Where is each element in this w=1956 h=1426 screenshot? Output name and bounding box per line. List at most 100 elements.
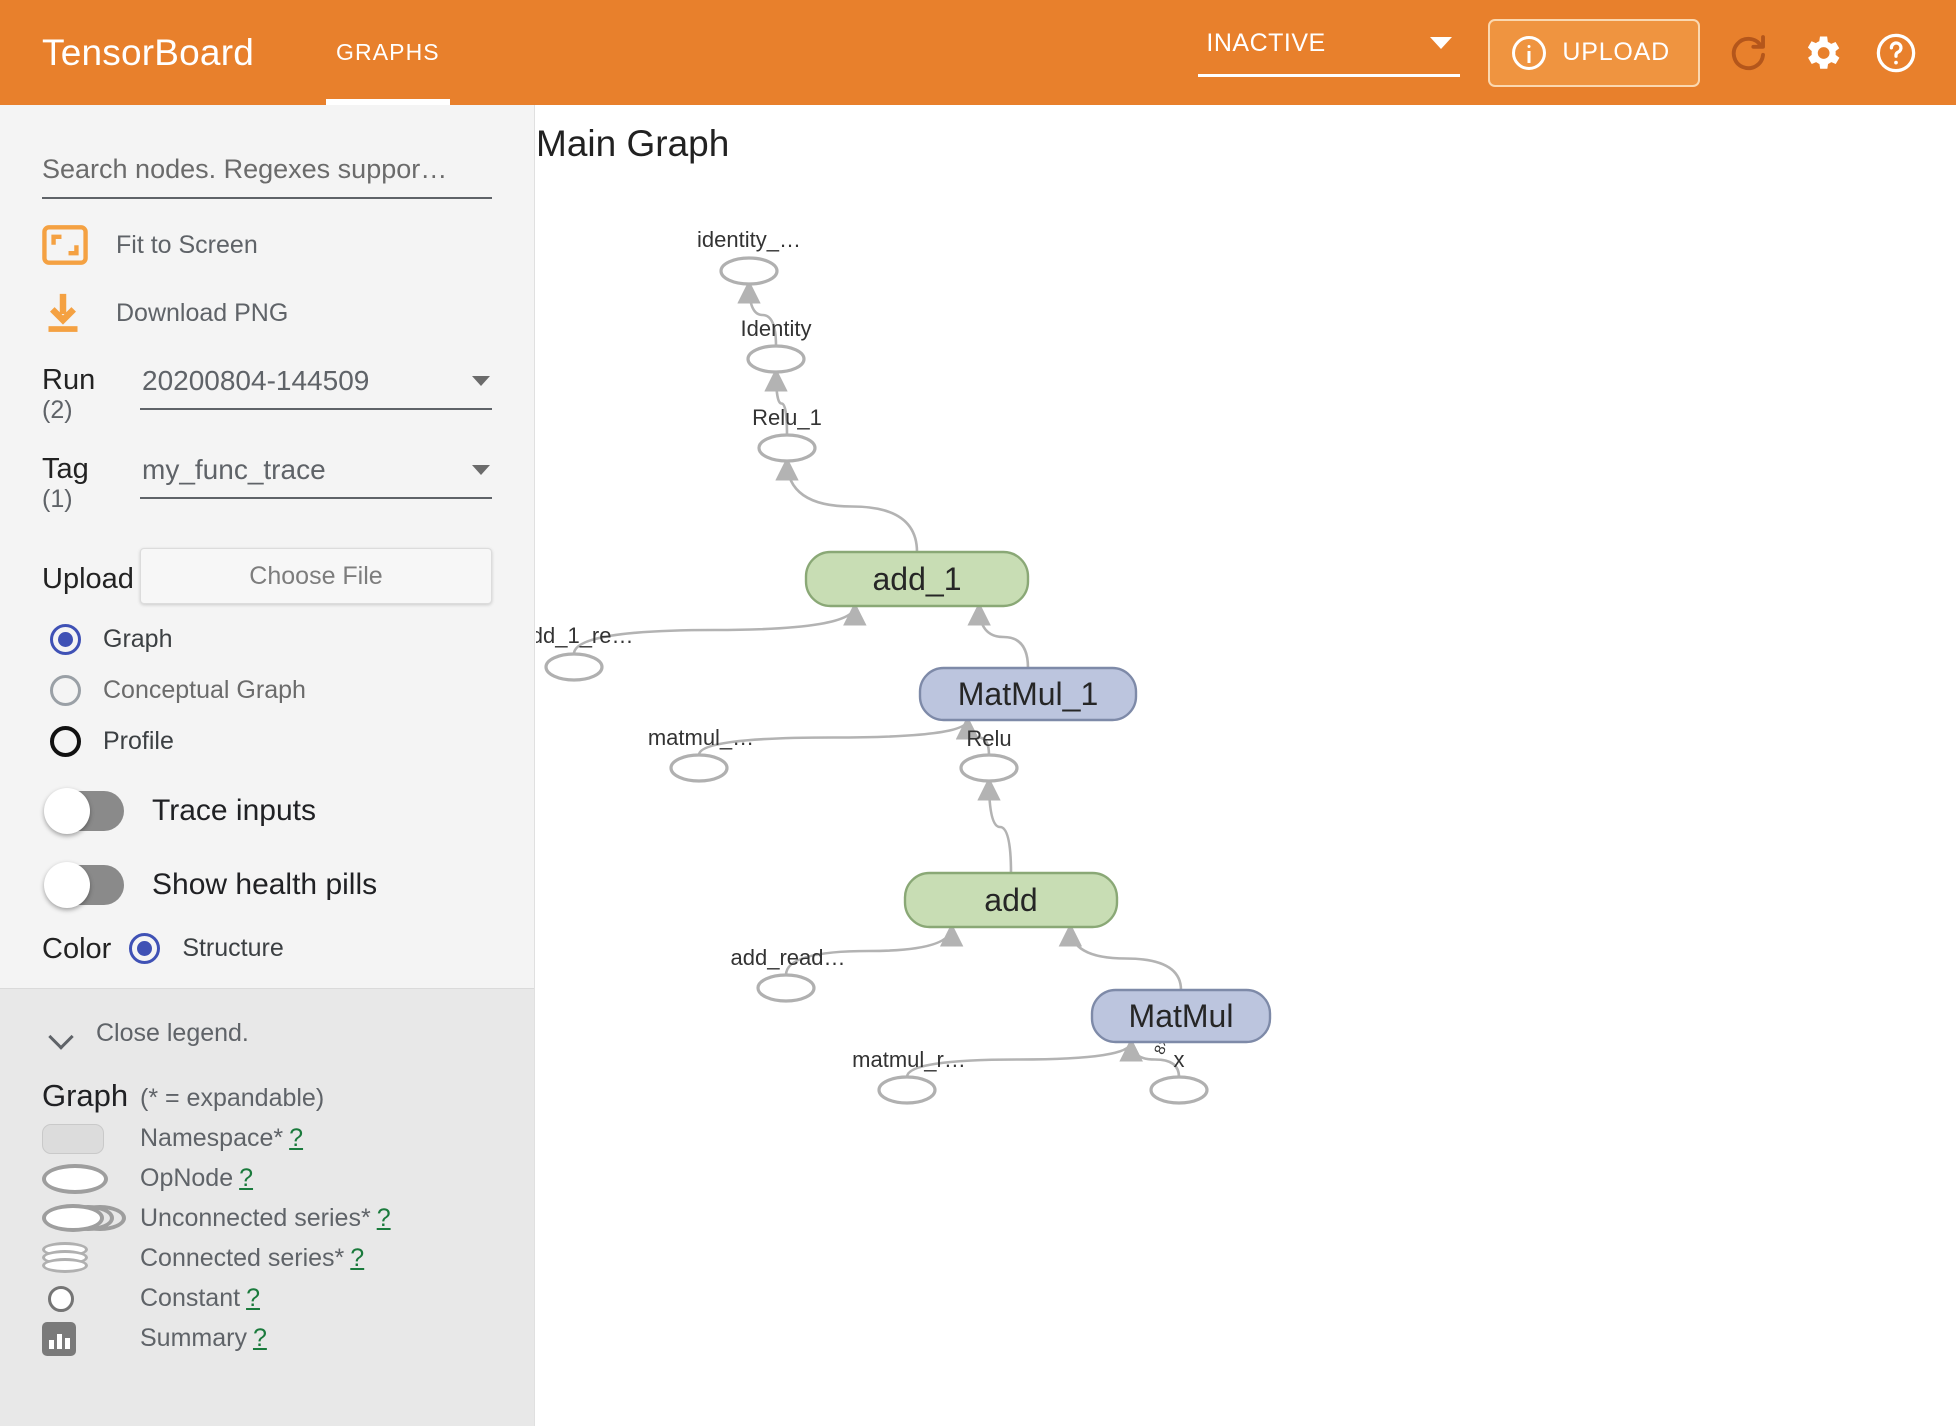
fit-to-screen-label: Fit to Screen [116,230,258,259]
help-link[interactable]: ? [376,1204,391,1233]
graph-node-MatMul_1[interactable]: MatMul_1 [918,666,1138,722]
legend-item-label: Unconnected series*? [140,1204,391,1233]
run-dropdown[interactable]: 20200804-144509 [140,365,492,410]
legend-item-label: Namespace*? [140,1124,303,1153]
chevron-down-icon [1430,37,1453,49]
graph-canvas[interactable]: Main Graph 8×1 identity_…IdentityRelu_1a… [536,105,1956,1426]
header-actions: INACTIVE UPLOAD [1198,18,1956,87]
node-label: identity_… [697,227,801,252]
tab-graphs[interactable]: GRAPHS [306,0,470,105]
help-link[interactable]: ? [252,1324,267,1353]
gear-icon[interactable] [1796,27,1848,79]
upload-button-label: UPLOAD [1562,38,1670,66]
node-shape [918,666,1138,722]
download-icon [42,291,102,335]
tag-dropdown[interactable]: my_func_trace [140,454,492,499]
help-link[interactable]: ? [239,1164,254,1193]
help-link[interactable]: ? [350,1244,365,1273]
node-shape [903,871,1119,929]
node-shape [804,550,1030,608]
legend-label-text: Namespace* [140,1124,284,1153]
refresh-icon[interactable] [1722,27,1774,79]
legend-note: (* = expandable) [140,1084,325,1113]
node-label: Identity [741,316,812,341]
upload-row: Upload Choose File [42,548,492,605]
legend-label-text: Summary [140,1324,247,1353]
fit-to-screen-button[interactable]: Fit to Screen [42,225,492,265]
search-input[interactable] [42,150,492,199]
node-shape [757,433,817,463]
graph-node-add_1[interactable]: add_1 [804,550,1030,608]
choose-file-button[interactable]: Choose File [140,548,492,605]
graph-edge [977,777,1013,874]
graph-edge [784,923,964,976]
node-shape [959,753,1019,783]
legend-item-opnode: OpNode? [42,1163,492,1194]
node-label: matmul_… [648,725,754,750]
upload-label: Upload [42,563,134,596]
legend-item-constant: Constant? [42,1283,492,1314]
close-legend-button[interactable]: Close legend. [42,1019,492,1048]
chevron-down-icon [52,1028,74,1040]
constant-icon [42,1285,140,1312]
app-header: TensorBoard GRAPHS INACTIVE UPLOAD [0,0,1956,105]
graph-node-add_read[interactable]: add_read… [731,945,846,1003]
legend-item-label: Connected series*? [140,1244,364,1273]
legend-label-text: Constant [140,1284,241,1313]
help-icon[interactable] [1870,27,1922,79]
legend-item-label: Constant? [140,1284,260,1313]
download-png-label: Download PNG [116,298,289,327]
node-label: add_read… [731,945,846,970]
toggle-trace-inputs-switch [44,788,124,835]
gear-icon-svg [1807,36,1840,69]
node-label: MatMul [1129,998,1234,1034]
graph-node-Relu[interactable]: Relu [959,726,1019,783]
upload-button[interactable]: UPLOAD [1488,18,1700,87]
radio-conceptual-graph[interactable]: Conceptual Graph [42,675,492,707]
legend-item-label: Summary? [140,1324,267,1353]
graph-node-matmul_read[interactable]: matmul_r… [852,1047,966,1105]
node-label: Relu [966,726,1011,751]
graph-edge [1119,1038,1181,1078]
legend-label-text: OpNode [140,1164,234,1193]
opnode-icon [42,1163,140,1194]
radio-profile[interactable]: Profile [42,726,492,758]
radio-graph[interactable]: Graph [42,624,492,656]
node-shape [1149,1075,1209,1105]
toggle-show-health-pills[interactable]: Show health pills [42,862,492,909]
radio-conceptual-graph-indicator [50,675,81,707]
download-png-button[interactable]: Download PNG [42,291,492,335]
run-status-dropdown[interactable]: INACTIVE [1198,29,1461,77]
tag-label-text: Tag [42,452,89,485]
toggle-show-health-pills-label: Show health pills [152,868,378,902]
help-link[interactable]: ? [289,1124,304,1153]
graph-node-add_1_read[interactable]: add_1_re… [536,623,633,682]
info-icon [1512,35,1547,70]
toggle-trace-inputs[interactable]: Trace inputs [42,788,492,835]
chevron-down-icon [472,376,490,386]
help-icon-svg [1876,33,1916,72]
graph-node-identity_out[interactable]: identity_… [697,227,801,286]
graph-edge [955,716,991,756]
legend-panel: Close legend. Graph (* = expandable) Nam… [0,988,534,1426]
toggle-trace-inputs-label: Trace inputs [152,794,316,828]
graph-node-x[interactable]: x [1149,1047,1209,1105]
legend-item-label: OpNode? [140,1164,253,1193]
radio-structure-indicator[interactable] [129,933,161,965]
tag-value: my_func_trace [142,453,326,485]
run-count: (2) [42,396,73,425]
legend-label-text: Unconnected series* [140,1204,371,1233]
graph-node-matmul_read_1[interactable]: matmul_… [648,725,754,783]
graph-node-Relu_1[interactable]: Relu_1 [752,405,822,463]
graph-node-add[interactable]: add [903,871,1119,929]
graph-node-Identity[interactable]: Identity [741,316,812,374]
graph-node-MatMul[interactable]: MatMul [1090,988,1272,1044]
download-icon-svg [48,293,78,332]
node-label: MatMul_1 [958,676,1099,712]
refresh-icon-svg [1731,34,1765,70]
tab-bar: GRAPHS [306,0,470,105]
legend-title: Graph [42,1078,129,1114]
help-link[interactable]: ? [246,1284,260,1313]
legend-item-connected-series: Connected series*? [42,1241,492,1274]
